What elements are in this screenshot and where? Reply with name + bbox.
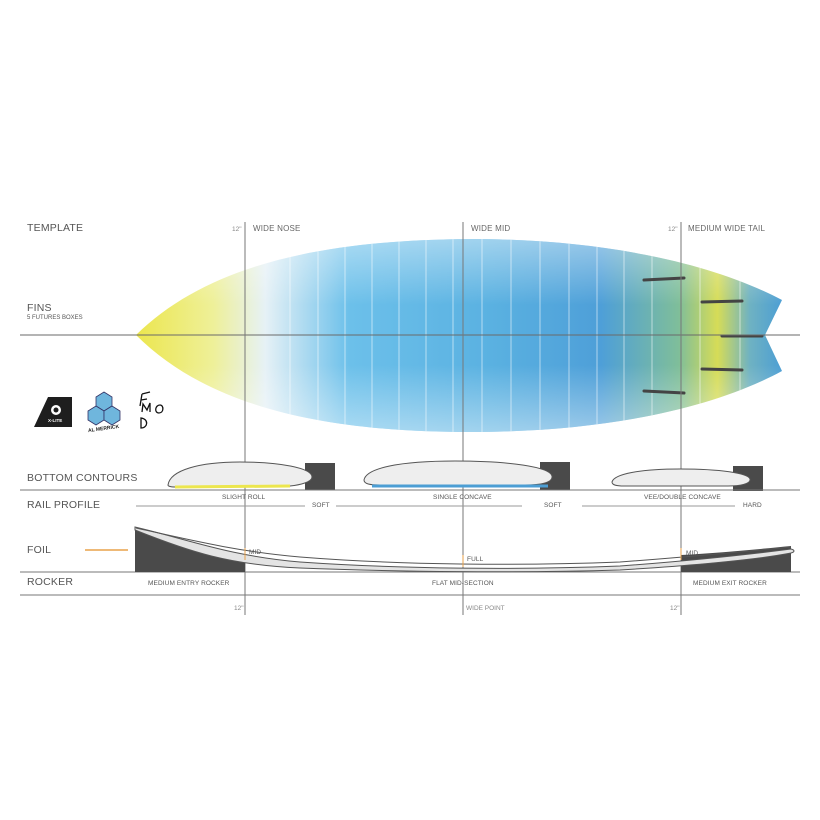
template-tail-inch: 12" xyxy=(668,226,678,233)
contour-label-slight-roll: SLIGHT ROLL xyxy=(222,494,266,501)
bottom-contours xyxy=(167,460,763,491)
rocker-foil-profile xyxy=(134,526,795,573)
rocker-label-flat-mid: FLAT MID-SECTION xyxy=(432,580,494,587)
label-fins: FINS xyxy=(27,302,52,314)
fin-box xyxy=(642,389,686,395)
xlite-logo-text: X-LITE xyxy=(48,418,63,423)
fin-box xyxy=(700,367,744,372)
label-foil: FOIL xyxy=(27,544,52,556)
foil-label-nose-mid: MID xyxy=(249,549,262,556)
axis-left-inch: 12" xyxy=(234,605,244,612)
contour-label-single-concave: SINGLE CONCAVE xyxy=(433,494,492,501)
rocker-label-exit: MEDIUM EXIT ROCKER xyxy=(693,580,767,587)
label-template: TEMPLATE xyxy=(27,222,84,234)
label-rocker: ROCKER xyxy=(27,576,74,588)
template-wide-mid: WIDE MID xyxy=(471,224,511,233)
label-rail-profile: RAIL PROFILE xyxy=(27,499,101,511)
fin-boxes xyxy=(642,276,764,395)
al-merrick-logo xyxy=(87,391,121,426)
rail-label-soft-b: SOFT xyxy=(544,502,562,509)
axis-right-inch: 12" xyxy=(670,605,680,612)
axis-wide-point: WIDE POINT xyxy=(466,605,505,612)
foil-label-full: FULL xyxy=(467,556,484,563)
foil-label-tail-mid: MID xyxy=(686,550,699,557)
rocker-label-entry: MEDIUM ENTRY ROCKER xyxy=(148,580,230,587)
fmod-logo xyxy=(139,391,164,429)
rail-label-hard: HARD xyxy=(743,502,762,509)
fin-box xyxy=(700,299,744,304)
template-wide-nose: WIDE NOSE xyxy=(253,224,301,233)
template-nose-inch: 12" xyxy=(232,226,242,233)
contour-label-vee-double-concave: VEE/DOUBLE CONCAVE xyxy=(644,494,721,501)
label-bottom-contours: BOTTOM CONTOURS xyxy=(27,472,138,484)
contour-tail xyxy=(611,466,763,491)
contour-mid xyxy=(363,460,570,490)
xlite-logo xyxy=(34,397,72,427)
template-medium-wide-tail: MEDIUM WIDE TAIL xyxy=(688,224,766,233)
label-fins-sub: 5 FUTURES BOXES xyxy=(27,315,83,321)
rail-label-soft-a: SOFT xyxy=(312,502,330,509)
fin-box xyxy=(642,276,686,282)
contour-nose xyxy=(167,461,335,490)
